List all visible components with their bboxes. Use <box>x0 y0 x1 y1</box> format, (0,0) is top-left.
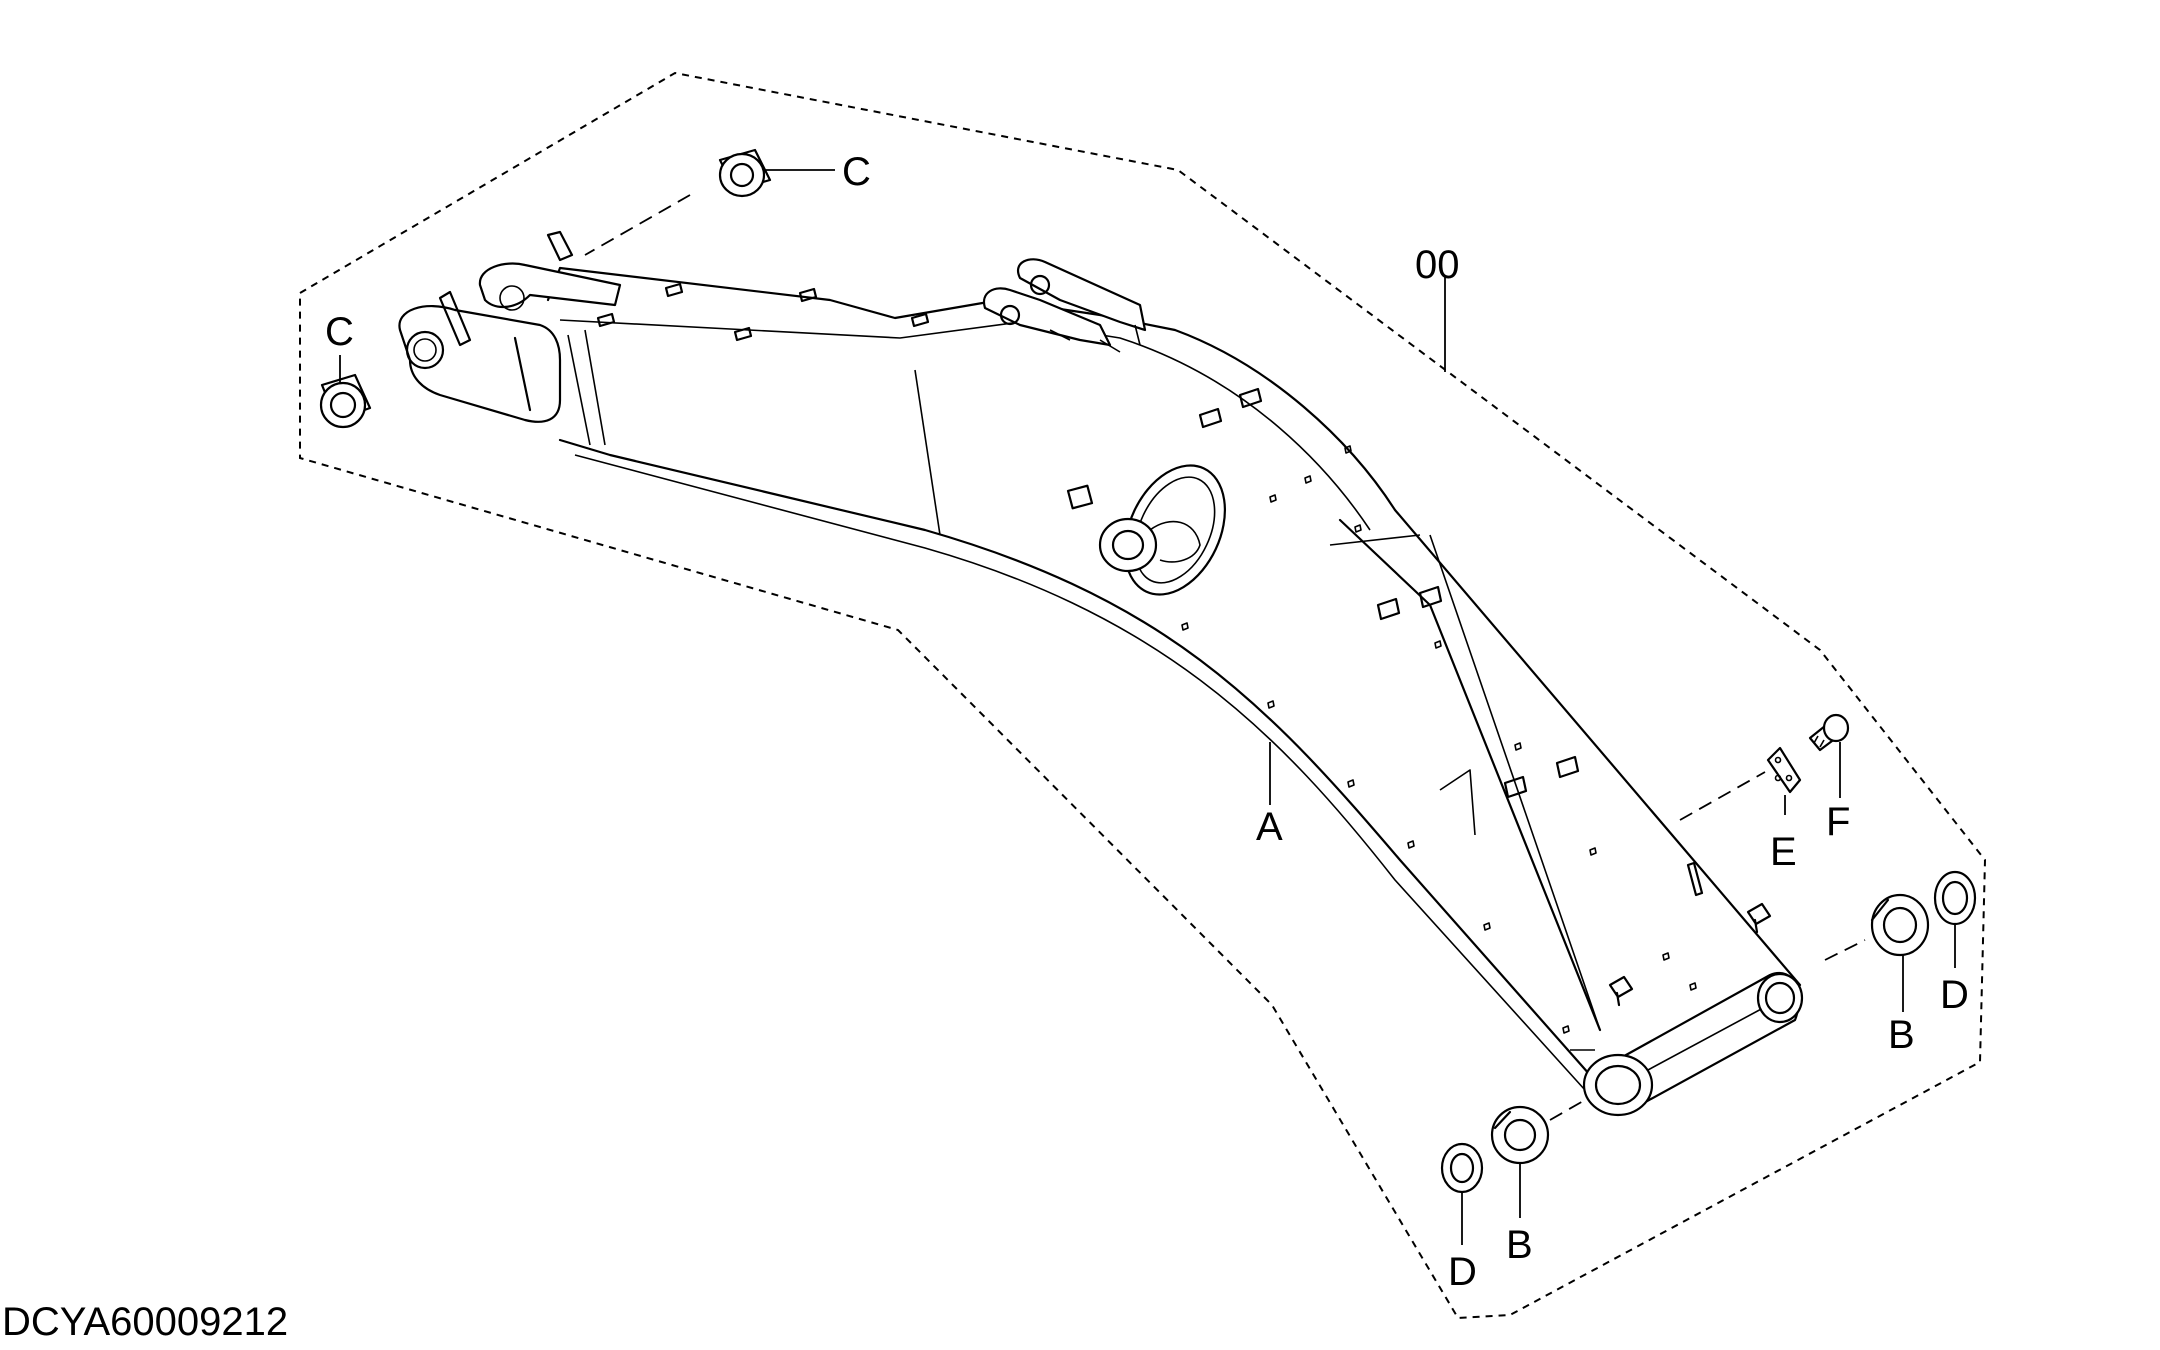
centerline-ef <box>1679 771 1766 821</box>
centerline-c-upper <box>584 194 691 256</box>
assembly-boundary <box>299 71 1987 1320</box>
drawing-code: DCYA60009212 <box>2 1300 288 1344</box>
top-lugs <box>596 282 1704 897</box>
plate-e <box>1766 746 1802 794</box>
centerline-b-right <box>1824 939 1866 961</box>
label-a: A <box>1256 805 1283 849</box>
bushing-c-upper <box>718 148 772 198</box>
centerline-b-lower <box>1549 1099 1586 1121</box>
label-d-right: D <box>1940 973 1969 1017</box>
label-e: E <box>1770 830 1797 874</box>
shim-d-lower <box>1440 1142 1484 1194</box>
bolt-f <box>1808 713 1850 752</box>
label-c-lower: C <box>325 310 354 354</box>
boom-body <box>398 230 1804 1117</box>
label-assembly-00: 00 <box>1415 243 1460 287</box>
label-b-right: B <box>1888 1013 1915 1057</box>
bushing-c-lower <box>319 373 372 429</box>
shim-d-right <box>1933 870 1977 926</box>
label-f: F <box>1826 800 1850 844</box>
small-holes <box>1181 445 1697 1034</box>
bushing-b-right <box>1870 893 1930 957</box>
label-d-lower: D <box>1448 1250 1477 1294</box>
label-b-lower: B <box>1506 1223 1533 1267</box>
bushing-b-lower <box>1490 1105 1550 1165</box>
label-c-upper: C <box>842 150 871 194</box>
